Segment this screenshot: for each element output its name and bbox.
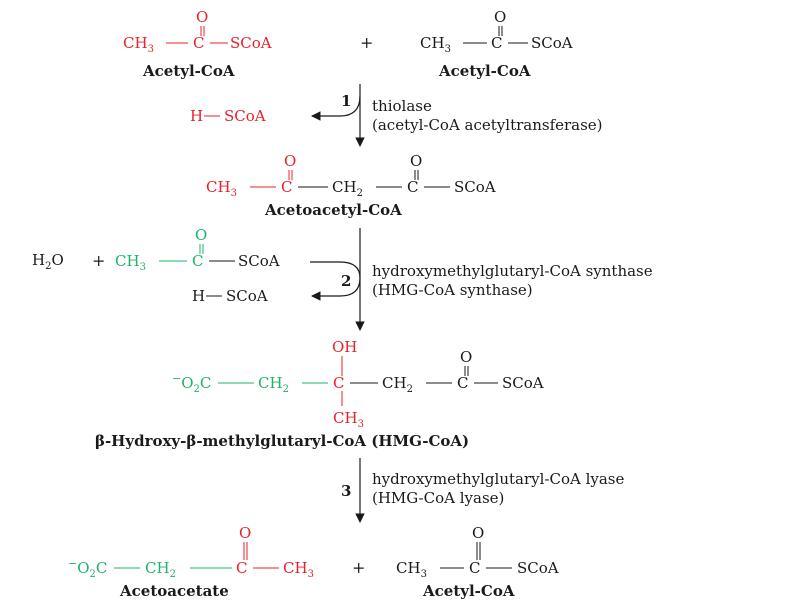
svg-text:CH2: CH2: [382, 374, 413, 395]
svg-text:H: H: [192, 287, 205, 305]
svg-text:C: C: [333, 374, 344, 392]
step3-enzyme-name: hydroxymethylglutaryl-CoA lyase: [372, 470, 625, 488]
step2-enzyme: hydroxymethylglutaryl-CoA synthase (HMG-…: [372, 262, 653, 300]
step3-enzyme-alt-name: (HMG-CoA lyase): [372, 489, 505, 507]
acetyl-coa-label-left: Acetyl-CoA: [143, 62, 235, 80]
acetyl-coa-right-structure: CH3 C O SCoA: [420, 8, 573, 55]
acetoacetate-structure: −O2C CH2 C O CH3: [68, 524, 314, 580]
hscoa-released-2: H SCoA: [192, 287, 268, 305]
svg-text:O: O: [239, 524, 251, 542]
svg-text:C: C: [457, 374, 468, 392]
step2-number: 2: [341, 272, 352, 290]
acetyl-coa-left-structure: CH3 C O SCoA: [123, 8, 272, 55]
svg-text:C: C: [193, 34, 204, 52]
svg-text:SCoA: SCoA: [230, 34, 272, 52]
svg-text:CH2: CH2: [258, 374, 289, 395]
hmg-coa-label: β-Hydroxy-β-methylglutaryl-CoA (HMG-CoA): [95, 432, 470, 450]
hscoa-released-1: H SCoA: [190, 107, 266, 125]
svg-text:O: O: [410, 152, 422, 170]
svg-text:H: H: [190, 107, 203, 125]
svg-text:SCoA: SCoA: [224, 107, 266, 125]
svg-text:CH3: CH3: [206, 178, 237, 199]
svg-text:SCoA: SCoA: [502, 374, 544, 392]
hmg-coa-structure: −O2C CH2 C OH CH3 CH2 C O SCoA: [172, 338, 544, 430]
plus-sign-step2: +: [92, 251, 106, 270]
svg-text:CH3: CH3: [123, 34, 154, 55]
step1-enzyme: thiolase (acetyl-CoA acetyltransferase): [372, 97, 603, 135]
acetyl-coa-incoming-structure: CH3 C O SCoA: [115, 226, 280, 273]
svg-text:C: C: [491, 34, 502, 52]
step2-release-arrow: [311, 277, 361, 301]
acetyl-coa-label-right: Acetyl-CoA: [439, 62, 531, 80]
acetoacetyl-coa-label: Acetoacetyl-CoA: [265, 201, 402, 219]
step2-enzyme-alt-name: (HMG-CoA synthase): [372, 281, 533, 299]
step1-enzyme-alt-name: (acetyl-CoA acetyltransferase): [372, 116, 603, 134]
svg-text:SCoA: SCoA: [226, 287, 268, 305]
step1-number: 1: [341, 92, 352, 110]
svg-text:OH: OH: [332, 338, 357, 356]
step1-enzyme-name: thiolase: [372, 97, 432, 115]
svg-text:CH2: CH2: [145, 559, 176, 580]
svg-text:O: O: [472, 524, 484, 542]
svg-text:O: O: [284, 152, 296, 170]
svg-text:CH3: CH3: [333, 409, 364, 430]
acetoacetate-label: Acetoacetate: [120, 582, 229, 600]
svg-text:CH3: CH3: [420, 34, 451, 55]
svg-text:−O2C: −O2C: [172, 372, 211, 395]
svg-text:−O2C: −O2C: [68, 557, 107, 580]
water-molecule: H2O: [32, 251, 64, 272]
svg-text:O: O: [460, 348, 472, 366]
svg-text:CH3: CH3: [396, 559, 427, 580]
svg-text:SCoA: SCoA: [238, 252, 280, 270]
svg-text:C: C: [192, 252, 203, 270]
svg-text:CH3: CH3: [283, 559, 314, 580]
acetyl-coa-product-structure: CH3 C O SCoA: [396, 524, 559, 580]
acetyl-coa-product-label: Acetyl-CoA: [423, 582, 515, 600]
plus-sign-products: +: [352, 558, 365, 577]
step3-number: 3: [341, 482, 352, 500]
svg-text:C: C: [236, 559, 247, 577]
svg-text:C: C: [407, 178, 418, 196]
svg-text:SCoA: SCoA: [517, 559, 559, 577]
svg-text:C: C: [281, 178, 292, 196]
svg-text:C: C: [469, 559, 480, 577]
svg-text:CH2: CH2: [332, 178, 363, 199]
svg-text:O: O: [195, 226, 207, 244]
svg-text:CH3: CH3: [115, 252, 146, 273]
svg-text:SCoA: SCoA: [454, 178, 496, 196]
svg-text:O: O: [494, 8, 506, 26]
step3-enzyme: hydroxymethylglutaryl-CoA lyase (HMG-CoA…: [372, 470, 624, 508]
svg-text:SCoA: SCoA: [531, 34, 573, 52]
step2-input-arrow: [310, 261, 361, 279]
acetoacetyl-coa-structure: CH3 C O CH2 C O SCoA: [206, 152, 496, 199]
plus-sign-row1: +: [360, 33, 373, 52]
step1-release-arrow: [311, 95, 361, 121]
step2-enzyme-name: hydroxymethylglutaryl-CoA synthase: [372, 262, 653, 280]
svg-text:O: O: [196, 8, 208, 26]
